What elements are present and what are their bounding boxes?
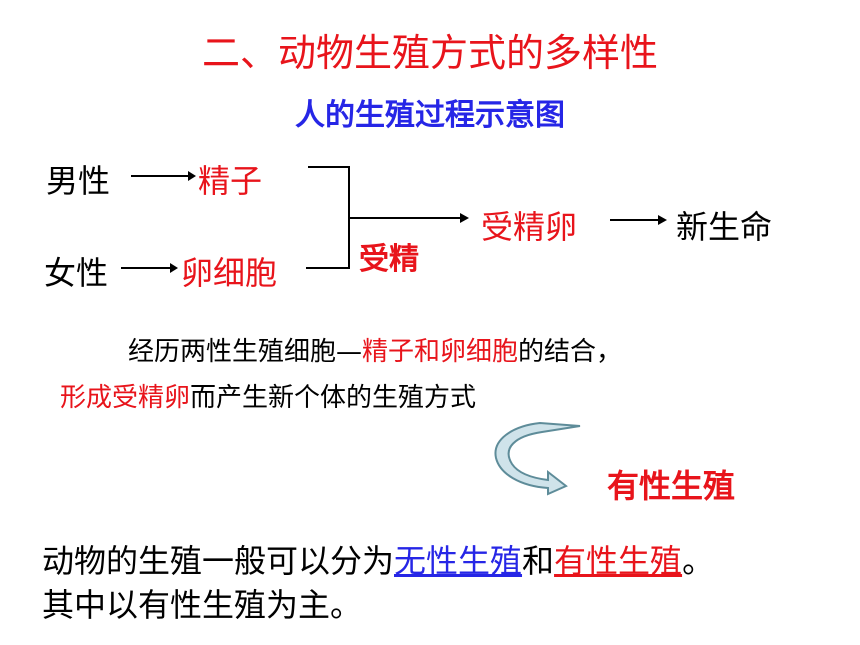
female-arrow-head [170, 263, 178, 273]
sexual-reproduction-label: 有性生殖 [607, 467, 736, 505]
definition-highlight: 形成受精卵 [60, 383, 191, 413]
zygote-label: 受精卵 [481, 208, 578, 246]
merge-bracket [306, 166, 350, 269]
diagram-subtitle: 人的生殖过程示意图 [295, 98, 565, 133]
sexual-reproduction-term: 有性生殖 [554, 542, 683, 580]
sperm-label: 精子 [198, 162, 263, 200]
definition-line-1: 经历两性生殖细胞—精子和卵细胞的结合， [128, 331, 622, 368]
fertilization-arrow-head [460, 213, 469, 223]
summary-text: 。 [682, 542, 715, 580]
slide-title: 二、动物生殖方式的多样性 [201, 31, 658, 75]
egg-cell-label: 卵细胞 [181, 254, 278, 292]
summary-text: 和 [522, 542, 555, 580]
new-life-arrow-head [658, 215, 667, 225]
asexual-reproduction-term: 无性生殖 [394, 542, 523, 580]
definition-text: 经历两性生殖细胞— [128, 337, 363, 367]
female-label: 女性 [44, 254, 109, 292]
fertilization-label: 受精 [359, 242, 419, 277]
definition-line-2: 形成受精卵而产生新个体的生殖方式 [60, 377, 476, 414]
definition-text: 的结合， [518, 337, 623, 367]
definition-text: 而产生新个体的生殖方式 [190, 383, 477, 413]
male-arrow-head [188, 171, 196, 181]
definition-highlight: 精子和卵细胞 [362, 337, 519, 367]
new-life-label: 新生命 [676, 208, 773, 246]
curved-arrow-icon [494, 421, 581, 496]
summary-line-2: 其中以有性生殖为主。 [42, 586, 363, 624]
summary-line-1: 动物的生殖一般可以分为无性生殖和有性生殖。 [42, 536, 714, 582]
summary-text: 动物的生殖一般可以分为 [42, 542, 395, 580]
male-label: 男性 [46, 162, 111, 200]
